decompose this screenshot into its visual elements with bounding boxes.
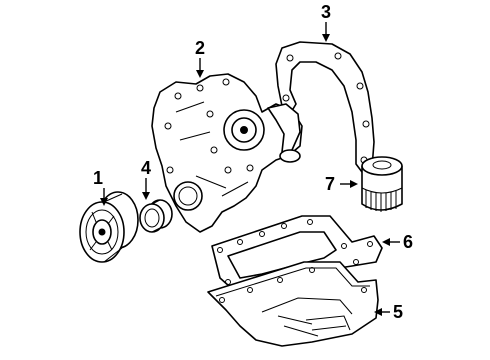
callout-5: 5: [374, 302, 403, 322]
callout-label-1: 1: [93, 168, 103, 188]
callout-label-5: 5: [393, 302, 403, 322]
front-crank-seal: [139, 199, 173, 233]
crankshaft-pulley: [79, 191, 139, 263]
callout-label-6: 6: [403, 232, 413, 252]
callout-2: 2: [195, 38, 205, 78]
callout-label-4: 4: [141, 158, 151, 178]
callout-label-2: 2: [195, 38, 205, 58]
callout-4: 4: [141, 158, 151, 200]
callout-3: 3: [321, 2, 331, 42]
front-cover: [151, 73, 303, 233]
callout-6: 6: [382, 232, 413, 252]
oil-filter: [361, 156, 403, 212]
callout-label-7: 7: [325, 174, 335, 194]
callout-label-3: 3: [321, 2, 331, 22]
oil-pan: [207, 261, 379, 347]
callout-7: 7: [325, 174, 358, 194]
callout-1: 1: [93, 168, 108, 206]
